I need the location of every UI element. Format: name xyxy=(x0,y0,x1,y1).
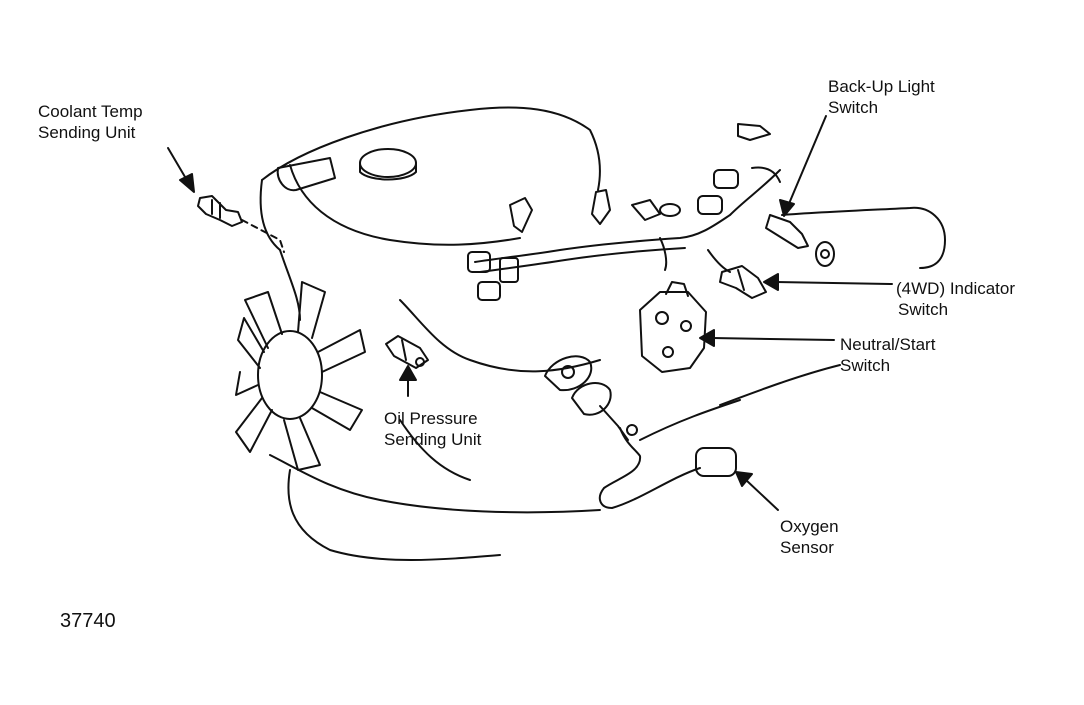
4wd-indicator-label-line-1: (4WD) Indicator xyxy=(896,279,1016,298)
oxygen-sensor xyxy=(544,355,737,509)
coolant-temp-label-line-2: Sending Unit xyxy=(38,123,136,142)
coolant-temp-label: Coolant Temp Sending Unit xyxy=(38,101,143,143)
oxygen-sensor-label-line-1: Oxygen xyxy=(780,517,839,536)
neutral-start-label-line-2: Switch xyxy=(840,356,891,375)
back-up-light-label-line-1: Back-Up Light xyxy=(828,77,935,96)
oil-pressure-label-line-1: Oil Pressure xyxy=(384,409,478,428)
oil-pressure-label: Oil Pressure Sending Unit xyxy=(384,408,481,450)
radiator-fan xyxy=(235,281,366,471)
figure-number: 37740 xyxy=(60,610,116,632)
oxygen-sensor-label-line-2: Sensor xyxy=(780,538,834,557)
coolant-temp-label-line-1: Coolant Temp xyxy=(38,102,143,121)
oil-pressure-sending-unit xyxy=(385,335,429,369)
4wd-indicator-switch xyxy=(719,265,767,299)
engine-block xyxy=(259,106,841,561)
coolant-temp-sending-unit xyxy=(197,195,285,253)
oxygen-sensor-label: Oxygen Sensor xyxy=(780,516,839,558)
transmission-case xyxy=(781,206,946,269)
neutral-start-label-line-1: Neutral/Start xyxy=(840,335,936,354)
back-up-light-label-line-2: Switch xyxy=(828,98,879,117)
neutral-start-switch xyxy=(639,281,707,373)
oil-pressure-label-line-2: Sending Unit xyxy=(384,430,482,449)
4wd-indicator-label: (4WD) Indicator Switch xyxy=(896,278,1015,320)
4wd-indicator-label-line-2: Switch xyxy=(898,300,949,319)
wiring-harness xyxy=(467,123,781,301)
oil-filler-cap xyxy=(359,148,417,181)
breather-hose xyxy=(276,157,336,192)
leader-arrows xyxy=(167,115,893,511)
back-up-light-label: Back-Up Light Switch xyxy=(828,76,935,118)
back-up-light-switch xyxy=(765,214,835,267)
neutral-start-label: Neutral/Start Switch xyxy=(840,334,935,376)
